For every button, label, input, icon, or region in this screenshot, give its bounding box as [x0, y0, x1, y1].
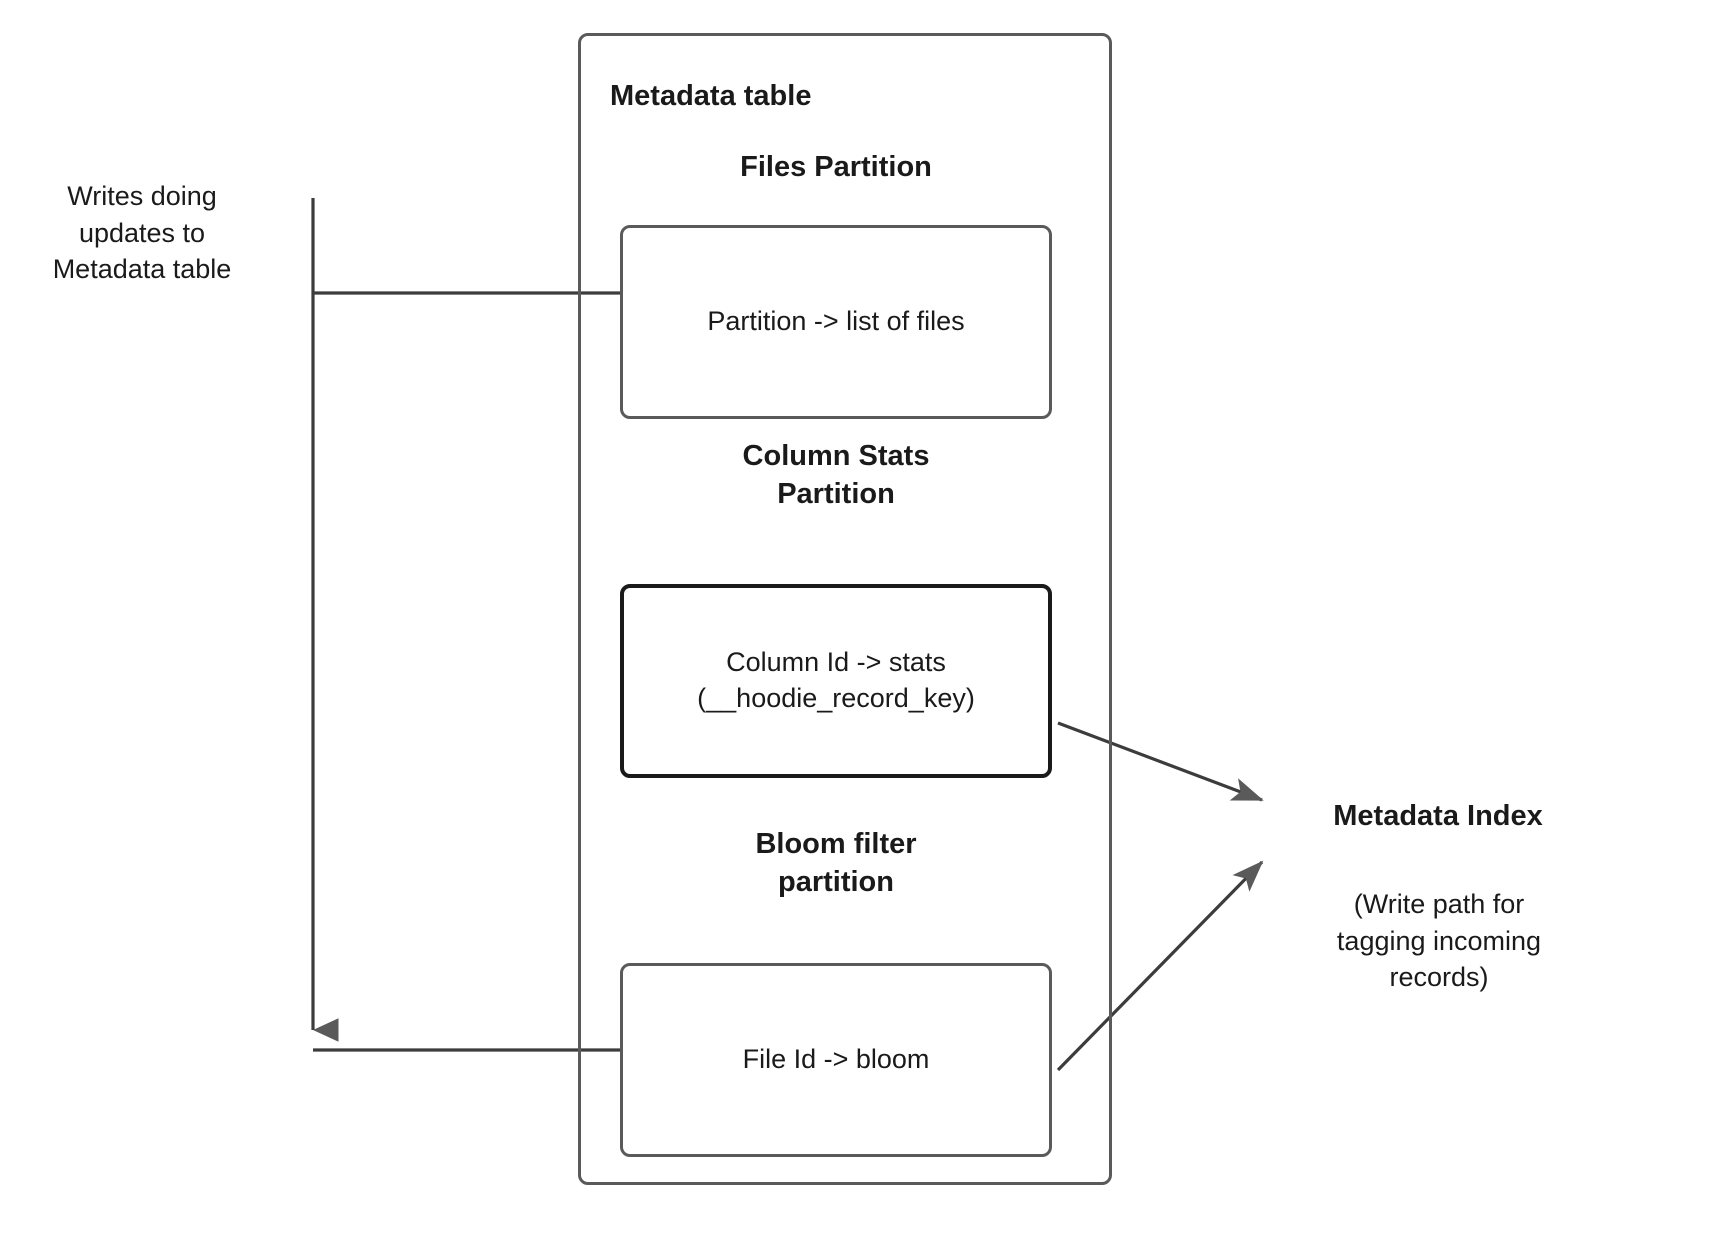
writes-source-label: Writes doing updates to Metadata table — [52, 181, 232, 285]
column-stats-partition-box[interactable]: Column Id -> stats (__hoodie_record_key) — [620, 584, 1052, 778]
column-stats-partition-box-text: Column Id -> stats (__hoodie_record_key) — [697, 647, 975, 713]
column-stats-partition-heading: Column Stats Partition — [742, 440, 930, 511]
metadata-index-caption: (Write path for tagging incoming records… — [1336, 889, 1542, 993]
metadata-table-container — [578, 33, 1112, 1185]
metadata-table-title: Metadata table — [610, 80, 812, 112]
bloom-filter-partition-box-text: File Id -> bloom — [742, 1044, 930, 1075]
metadata-index-label: Metadata Index — [1333, 800, 1543, 832]
connector-writes-to-bloom-partition — [311, 198, 620, 1052]
files-partition-box-text: Partition -> list of files — [707, 306, 965, 337]
bloom-filter-partition-box[interactable]: File Id -> bloom — [620, 963, 1052, 1157]
files-partition-heading: Files Partition — [740, 151, 932, 183]
bloom-filter-partition-heading: Bloom filter partition — [755, 828, 917, 899]
files-partition-box[interactable]: Partition -> list of files — [620, 225, 1052, 419]
